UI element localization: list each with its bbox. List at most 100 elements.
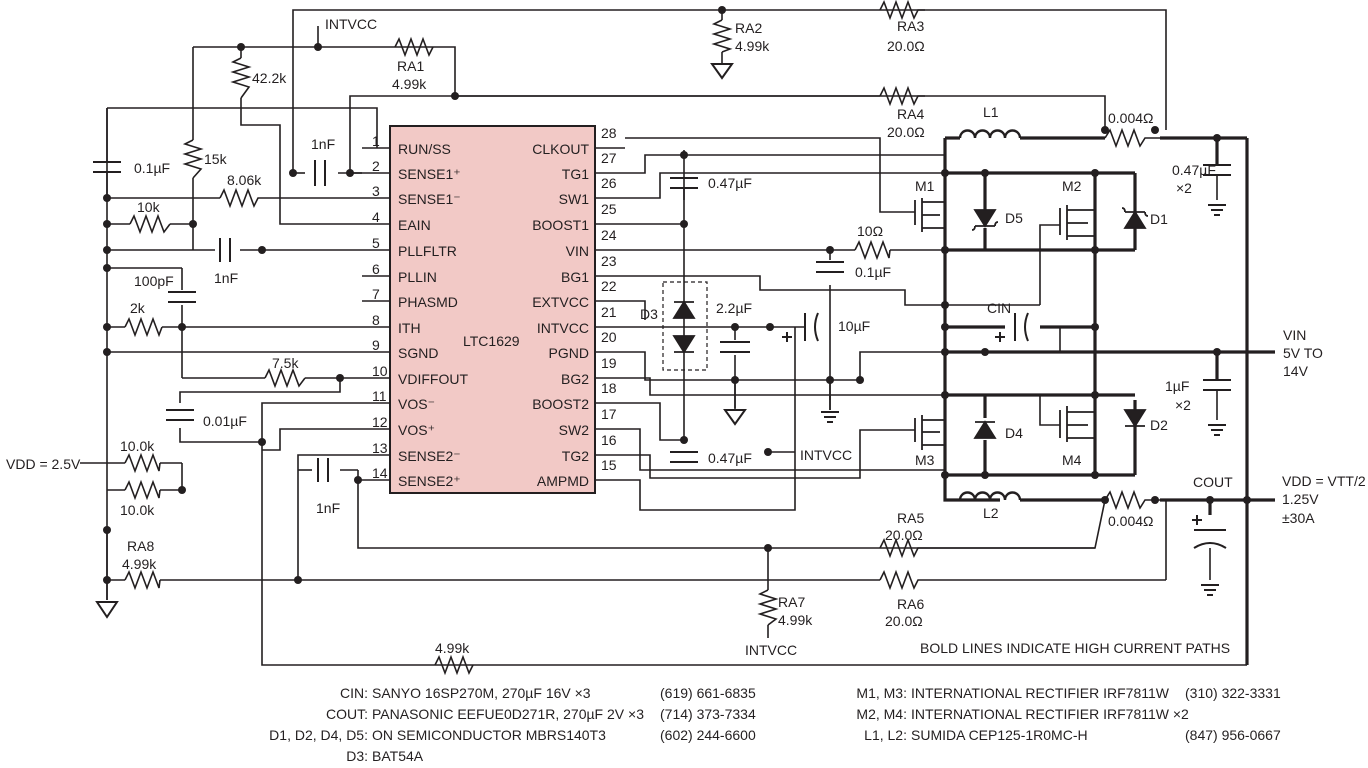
- c1uf-value: 1µF: [1165, 378, 1190, 394]
- vdd-input-label: VDD = 2.5V: [6, 456, 81, 472]
- resistors: [124, 0, 1160, 676]
- bom-phone: (714) 373-7334: [660, 706, 756, 722]
- ic-pin-label: SENSE1⁻: [398, 191, 461, 207]
- ic-pin-label: RUN/SS: [398, 141, 451, 157]
- mosfets: [914, 195, 1095, 450]
- r42k-value: 42.2k: [252, 70, 287, 86]
- intvcc-top-label: INTVCC: [325, 16, 378, 32]
- diodes: [672, 207, 1149, 439]
- ic-pin-number: 21: [601, 304, 617, 320]
- bom-ref: D3:: [346, 748, 368, 764]
- rsense2-value: 0.004Ω: [1108, 513, 1154, 529]
- bom-ref: M2, M4:: [856, 706, 907, 722]
- m4-label: M4: [1062, 452, 1082, 468]
- bold-wires: [943, 136, 1275, 665]
- ic-pin-number: 6: [372, 261, 380, 277]
- c22uf-value: 2.2µF: [716, 300, 753, 316]
- ic-pin-label: EXTVCC: [532, 294, 589, 310]
- ic-pin-label: SENSE2⁺: [398, 473, 461, 489]
- r10k-a-value: 10.0k: [120, 438, 155, 454]
- ic-pin-label: SW1: [558, 191, 589, 207]
- ic-pin-label: PLLIN: [398, 269, 437, 285]
- ic-pin-number: 28: [601, 125, 617, 141]
- ic-pin-number: 5: [372, 235, 380, 251]
- ic-pin-number: 2: [372, 158, 380, 174]
- ic-pin-label: SGND: [398, 345, 439, 361]
- ic-pin-label: BOOST1: [532, 217, 589, 233]
- ic-pin-label: PGND: [548, 345, 589, 361]
- ra2-value: 4.99k: [735, 38, 770, 54]
- d3-label: D3: [640, 306, 658, 322]
- ra7-label: RA7: [778, 594, 806, 610]
- ic-pin-label: VDIFFOUT: [398, 371, 468, 387]
- d5-label: D5: [1005, 210, 1023, 226]
- m3-label: M3: [915, 452, 935, 468]
- ic-pin-label: VOS⁻: [398, 396, 435, 412]
- ic-pin-label: SENSE1⁺: [398, 166, 461, 182]
- vout-label-3: ±30A: [1282, 510, 1315, 526]
- d4-label: D4: [1005, 425, 1023, 441]
- ra2-label: RA2: [735, 20, 763, 36]
- ic-pin-label: SW2: [558, 422, 589, 438]
- bom-ref: COUT:: [326, 706, 368, 722]
- ic-pin-number: 11: [372, 388, 387, 404]
- r75k-value: 7.5k: [272, 355, 299, 371]
- ic-pin-number: 17: [601, 406, 617, 422]
- ra4-value: 20.0Ω: [887, 124, 925, 140]
- ic-pin-number: 18: [601, 380, 617, 396]
- ic-pin-number: 1: [372, 133, 380, 149]
- ic-pin-number: 4: [372, 209, 380, 225]
- bom-description: INTERNATIONAL RECTIFIER IRF7811W ×2: [911, 706, 1189, 722]
- c047uf-boost1-value: 0.47µF: [708, 175, 752, 191]
- bom-phone: (847) 956-0667: [1185, 727, 1281, 743]
- bom-ref: M1, M3:: [856, 685, 907, 701]
- ra6-label: RA6: [897, 596, 925, 612]
- ra6-value: 20.0Ω: [885, 613, 923, 629]
- inductors: [958, 129, 1022, 501]
- ic-pin-label: VIN: [565, 243, 589, 259]
- d2-label: D2: [1150, 417, 1168, 433]
- ic-pin-label: PHASMD: [398, 294, 458, 310]
- c01uf-runss-value: 0.1µF: [134, 160, 171, 176]
- c1nf-sense1-value: 1nF: [311, 136, 336, 152]
- ic-pin-label: TG1: [561, 166, 589, 182]
- ic-pin-number: 7: [372, 286, 380, 302]
- thin-wires: [80, 9, 1247, 666]
- l1-label: L1: [983, 104, 999, 120]
- vin-range-1: 5V TO: [1283, 345, 1323, 361]
- ic-pin-number: 16: [601, 432, 617, 448]
- ic-pin-label: INTVCC: [536, 320, 589, 336]
- ic-pin-number: 14: [372, 465, 388, 481]
- bom-description: ON SEMICONDUCTOR MBRS140T3: [372, 727, 606, 743]
- vout-label-1: VDD = VTT/2: [1282, 473, 1366, 489]
- ic-pin-number: 8: [372, 312, 380, 328]
- vout-label-2: 1.25V: [1282, 491, 1319, 507]
- ic-pin-label: TG2: [561, 448, 589, 464]
- bom-description: SANYO 16SP270M, 270µF 16V ×3: [372, 685, 591, 701]
- cout-label: COUT: [1193, 474, 1233, 490]
- ra4-label: RA4: [897, 106, 925, 122]
- ic-pin-number: 26: [601, 175, 617, 191]
- junctions: [103, 6, 1251, 584]
- r10k-value: 10k: [137, 199, 160, 215]
- c-input-top-mult: ×2: [1176, 180, 1192, 196]
- ra1-label: RA1: [397, 58, 425, 74]
- bom-phone: (602) 244-6600: [660, 727, 756, 743]
- ic-pin-number: 9: [372, 337, 380, 353]
- ic-pin-number: 13: [372, 440, 388, 456]
- ra5-label: RA5: [897, 510, 925, 526]
- ic-pin-label: PLLFLTR: [398, 243, 457, 259]
- c100pf-value: 100pF: [134, 273, 174, 289]
- ra3-value: 20.0Ω: [887, 38, 925, 54]
- ic-pin-number: 25: [601, 201, 617, 217]
- ic-pin-label: CLKOUT: [532, 141, 589, 157]
- ra3-label: RA3: [897, 18, 925, 34]
- ic-pin-number: 20: [601, 329, 617, 345]
- bom-phone: (310) 322-3331: [1185, 685, 1281, 701]
- bom-description: PANASONIC EEFUE0D271R, 270µF 2V ×3: [372, 706, 644, 722]
- d1-label: D1: [1150, 211, 1168, 227]
- bom-phone: (619) 661-6835: [660, 685, 756, 701]
- intvcc-mid-label: INTVCC: [800, 447, 853, 463]
- c01uf-vin-value: 0.1µF: [855, 264, 892, 280]
